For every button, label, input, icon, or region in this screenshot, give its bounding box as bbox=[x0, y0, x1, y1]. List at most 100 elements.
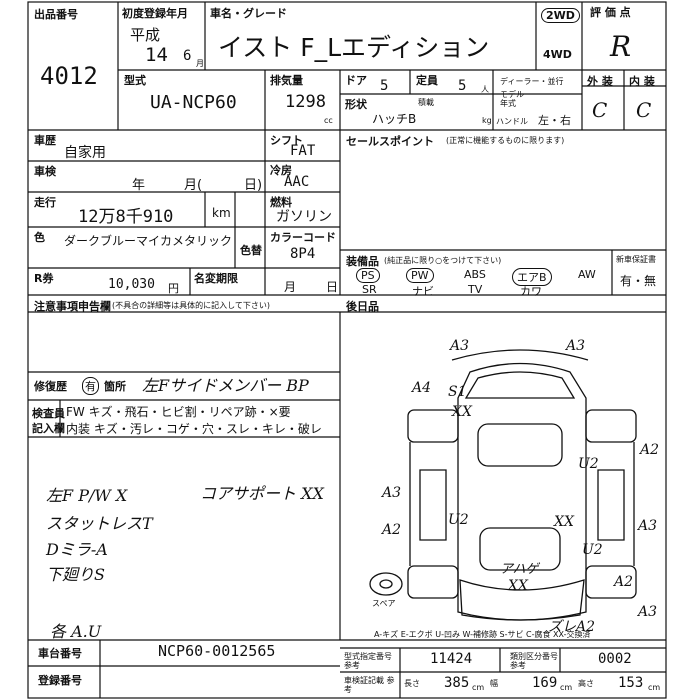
damage-mark-a4: A4 bbox=[412, 380, 432, 396]
spare-label: スペア bbox=[372, 599, 396, 608]
interior-row: 内装 キズ・汚レ・コゲ・穴・スレ・キレ・破レ bbox=[66, 422, 322, 436]
chassis-value: NCP60-0012565 bbox=[158, 642, 276, 660]
doors-value: 5 bbox=[380, 78, 389, 94]
damage-mark-shift-a2: ズレA2 bbox=[548, 619, 596, 635]
handwritten-note-4: 下廻りS bbox=[46, 565, 105, 584]
caution-label: 注意事項申告欄 bbox=[34, 300, 111, 313]
load-label: 積載 bbox=[418, 98, 434, 107]
name-change-label: 名変期限 bbox=[194, 272, 238, 285]
sales-point-sub: (正常に機能するものに限ります) bbox=[446, 136, 565, 145]
shape-value: ハッチB bbox=[372, 112, 417, 126]
damage-mark-xx-front: XX bbox=[452, 404, 472, 420]
equip-navi: ナビ bbox=[412, 285, 434, 298]
length-label: 長さ bbox=[404, 679, 420, 688]
handwritten-note-core-support: コアサポート XX bbox=[200, 484, 324, 503]
equip-sr: SR bbox=[362, 283, 377, 296]
length-value: 385 bbox=[444, 675, 470, 691]
capacity-unit: 人 bbox=[481, 85, 489, 94]
width-value: 169 bbox=[532, 675, 558, 691]
caution-sub: (不具合の詳細等は具体的に記入して下さい) bbox=[112, 301, 271, 310]
damage-mark-s1: S1 bbox=[448, 384, 467, 400]
warranty-value: 有・無 bbox=[620, 274, 657, 288]
inspection-label: 車検 bbox=[34, 165, 56, 178]
color-code-label: カラーコード bbox=[270, 231, 336, 244]
type-number-label: 型式指定番号 参考 bbox=[344, 652, 392, 670]
model-label: 型式 bbox=[124, 74, 146, 87]
inspection-day: 日) bbox=[244, 178, 263, 193]
equip-leather: カワ bbox=[520, 285, 542, 298]
damage-mark-xx-rear: XX bbox=[508, 578, 528, 594]
damage-mark-a3-rear: A3 bbox=[638, 604, 658, 620]
dealer-label: ディーラー・並行 bbox=[500, 77, 564, 86]
height-label: 高さ bbox=[578, 679, 594, 688]
mileage-unit: km bbox=[212, 206, 231, 220]
damage-mark-a2-rear: A2 bbox=[614, 574, 634, 590]
fuel-value: ガソリン bbox=[276, 209, 332, 225]
score-label: 評 価 点 bbox=[590, 6, 631, 19]
equip-airbag-circled: エアB bbox=[512, 268, 552, 286]
aircon-value: AAC bbox=[284, 174, 310, 190]
damage-legend: A-キズ E-エクボ U-凹み W-補修跡 S-サビ C-腐食 XX-交換済 bbox=[374, 630, 591, 639]
model-value: UA-NCP60 bbox=[150, 92, 237, 113]
fuel-label: 燃料 bbox=[270, 196, 292, 209]
mileage-value: 12万8千910 bbox=[78, 207, 174, 227]
car-name-label: 車名・グレード bbox=[210, 7, 287, 20]
equip-aw: AW bbox=[578, 268, 596, 281]
score-value: R bbox=[610, 30, 632, 63]
equip-pw-circled: PW bbox=[406, 268, 434, 283]
equip-tv: TV bbox=[468, 283, 483, 296]
color-code-value: 8P4 bbox=[290, 246, 316, 262]
handle-value: 左・右 bbox=[538, 114, 571, 127]
aircon-label: 冷房 bbox=[270, 164, 292, 177]
interior-grade: C bbox=[636, 98, 652, 122]
damage-mark-u2-left: U2 bbox=[448, 512, 469, 528]
damage-mark-front-left: A3 bbox=[450, 338, 470, 354]
name-change-month: 月 bbox=[284, 280, 297, 294]
entry-label: 記入欄 bbox=[32, 422, 65, 435]
era-value: 平成 bbox=[130, 26, 161, 44]
recycle-unit: 円 bbox=[168, 282, 179, 295]
width-label: 幅 bbox=[490, 679, 498, 688]
displacement-unit: cc bbox=[324, 116, 333, 125]
capacity-label: 定員 bbox=[416, 74, 438, 87]
mileage-label: 走行 bbox=[34, 196, 56, 209]
color-label: 色 bbox=[34, 231, 45, 244]
class-number-label: 類別区分番号 参考 bbox=[510, 652, 558, 670]
repair-label: 修復歴 bbox=[34, 380, 67, 393]
height-unit: cm bbox=[648, 683, 661, 692]
exterior-label: 外 装 bbox=[587, 75, 613, 88]
damage-mark-a2-left: A2 bbox=[382, 522, 402, 538]
handwritten-note-2: スタットレスT bbox=[46, 514, 153, 533]
inspection-year: 年 bbox=[132, 178, 146, 193]
damage-mark-xx-right: XX bbox=[554, 514, 574, 530]
sales-point-label: セールスポイント bbox=[346, 135, 434, 148]
month-unit: 月 bbox=[196, 59, 204, 68]
width-unit: cm bbox=[560, 683, 573, 692]
model-year-label: モデル 年式 bbox=[500, 90, 524, 108]
lot-number: 4012 bbox=[40, 62, 98, 90]
registration-number-label: 登録番号 bbox=[38, 674, 82, 687]
equipment-sub: (純正品に限り○をつけて下さい) bbox=[384, 256, 502, 265]
repair-place-value: 左Fサイドメンバー BP bbox=[142, 376, 309, 395]
recycle-fee: 10,030 bbox=[108, 277, 155, 292]
shift-label: シフト bbox=[270, 134, 303, 147]
handle-label: ハンドル bbox=[496, 117, 528, 126]
color-value: ダークブルーマイカメタリック bbox=[64, 234, 233, 248]
rear-items-label: 後日品 bbox=[346, 300, 379, 313]
fw-row: FW キズ・飛石・ヒビ割・リペア跡・×要 bbox=[66, 405, 291, 419]
repair-place-label: 箇所 bbox=[104, 380, 126, 393]
doors-label: ドア bbox=[345, 74, 367, 87]
car-outline-shapes bbox=[369, 349, 637, 621]
registration-month: 6 bbox=[183, 48, 192, 64]
color-change-label: 色替 bbox=[240, 244, 262, 257]
car-name: イスト F_Lエディション bbox=[218, 33, 490, 62]
lot-label: 出品番号 bbox=[34, 8, 78, 21]
damage-mark-paint-peel: アハゲ bbox=[500, 562, 539, 577]
repair-yes-circled: 有 bbox=[82, 377, 99, 395]
interior-label: 内 装 bbox=[629, 75, 655, 88]
displacement-label: 排気量 bbox=[270, 74, 303, 87]
first-registration-label: 初度登録年月 bbox=[122, 7, 188, 20]
handwritten-note-3: Dミラ-A bbox=[46, 540, 108, 559]
damage-mark-u2-rear: U2 bbox=[582, 542, 603, 558]
